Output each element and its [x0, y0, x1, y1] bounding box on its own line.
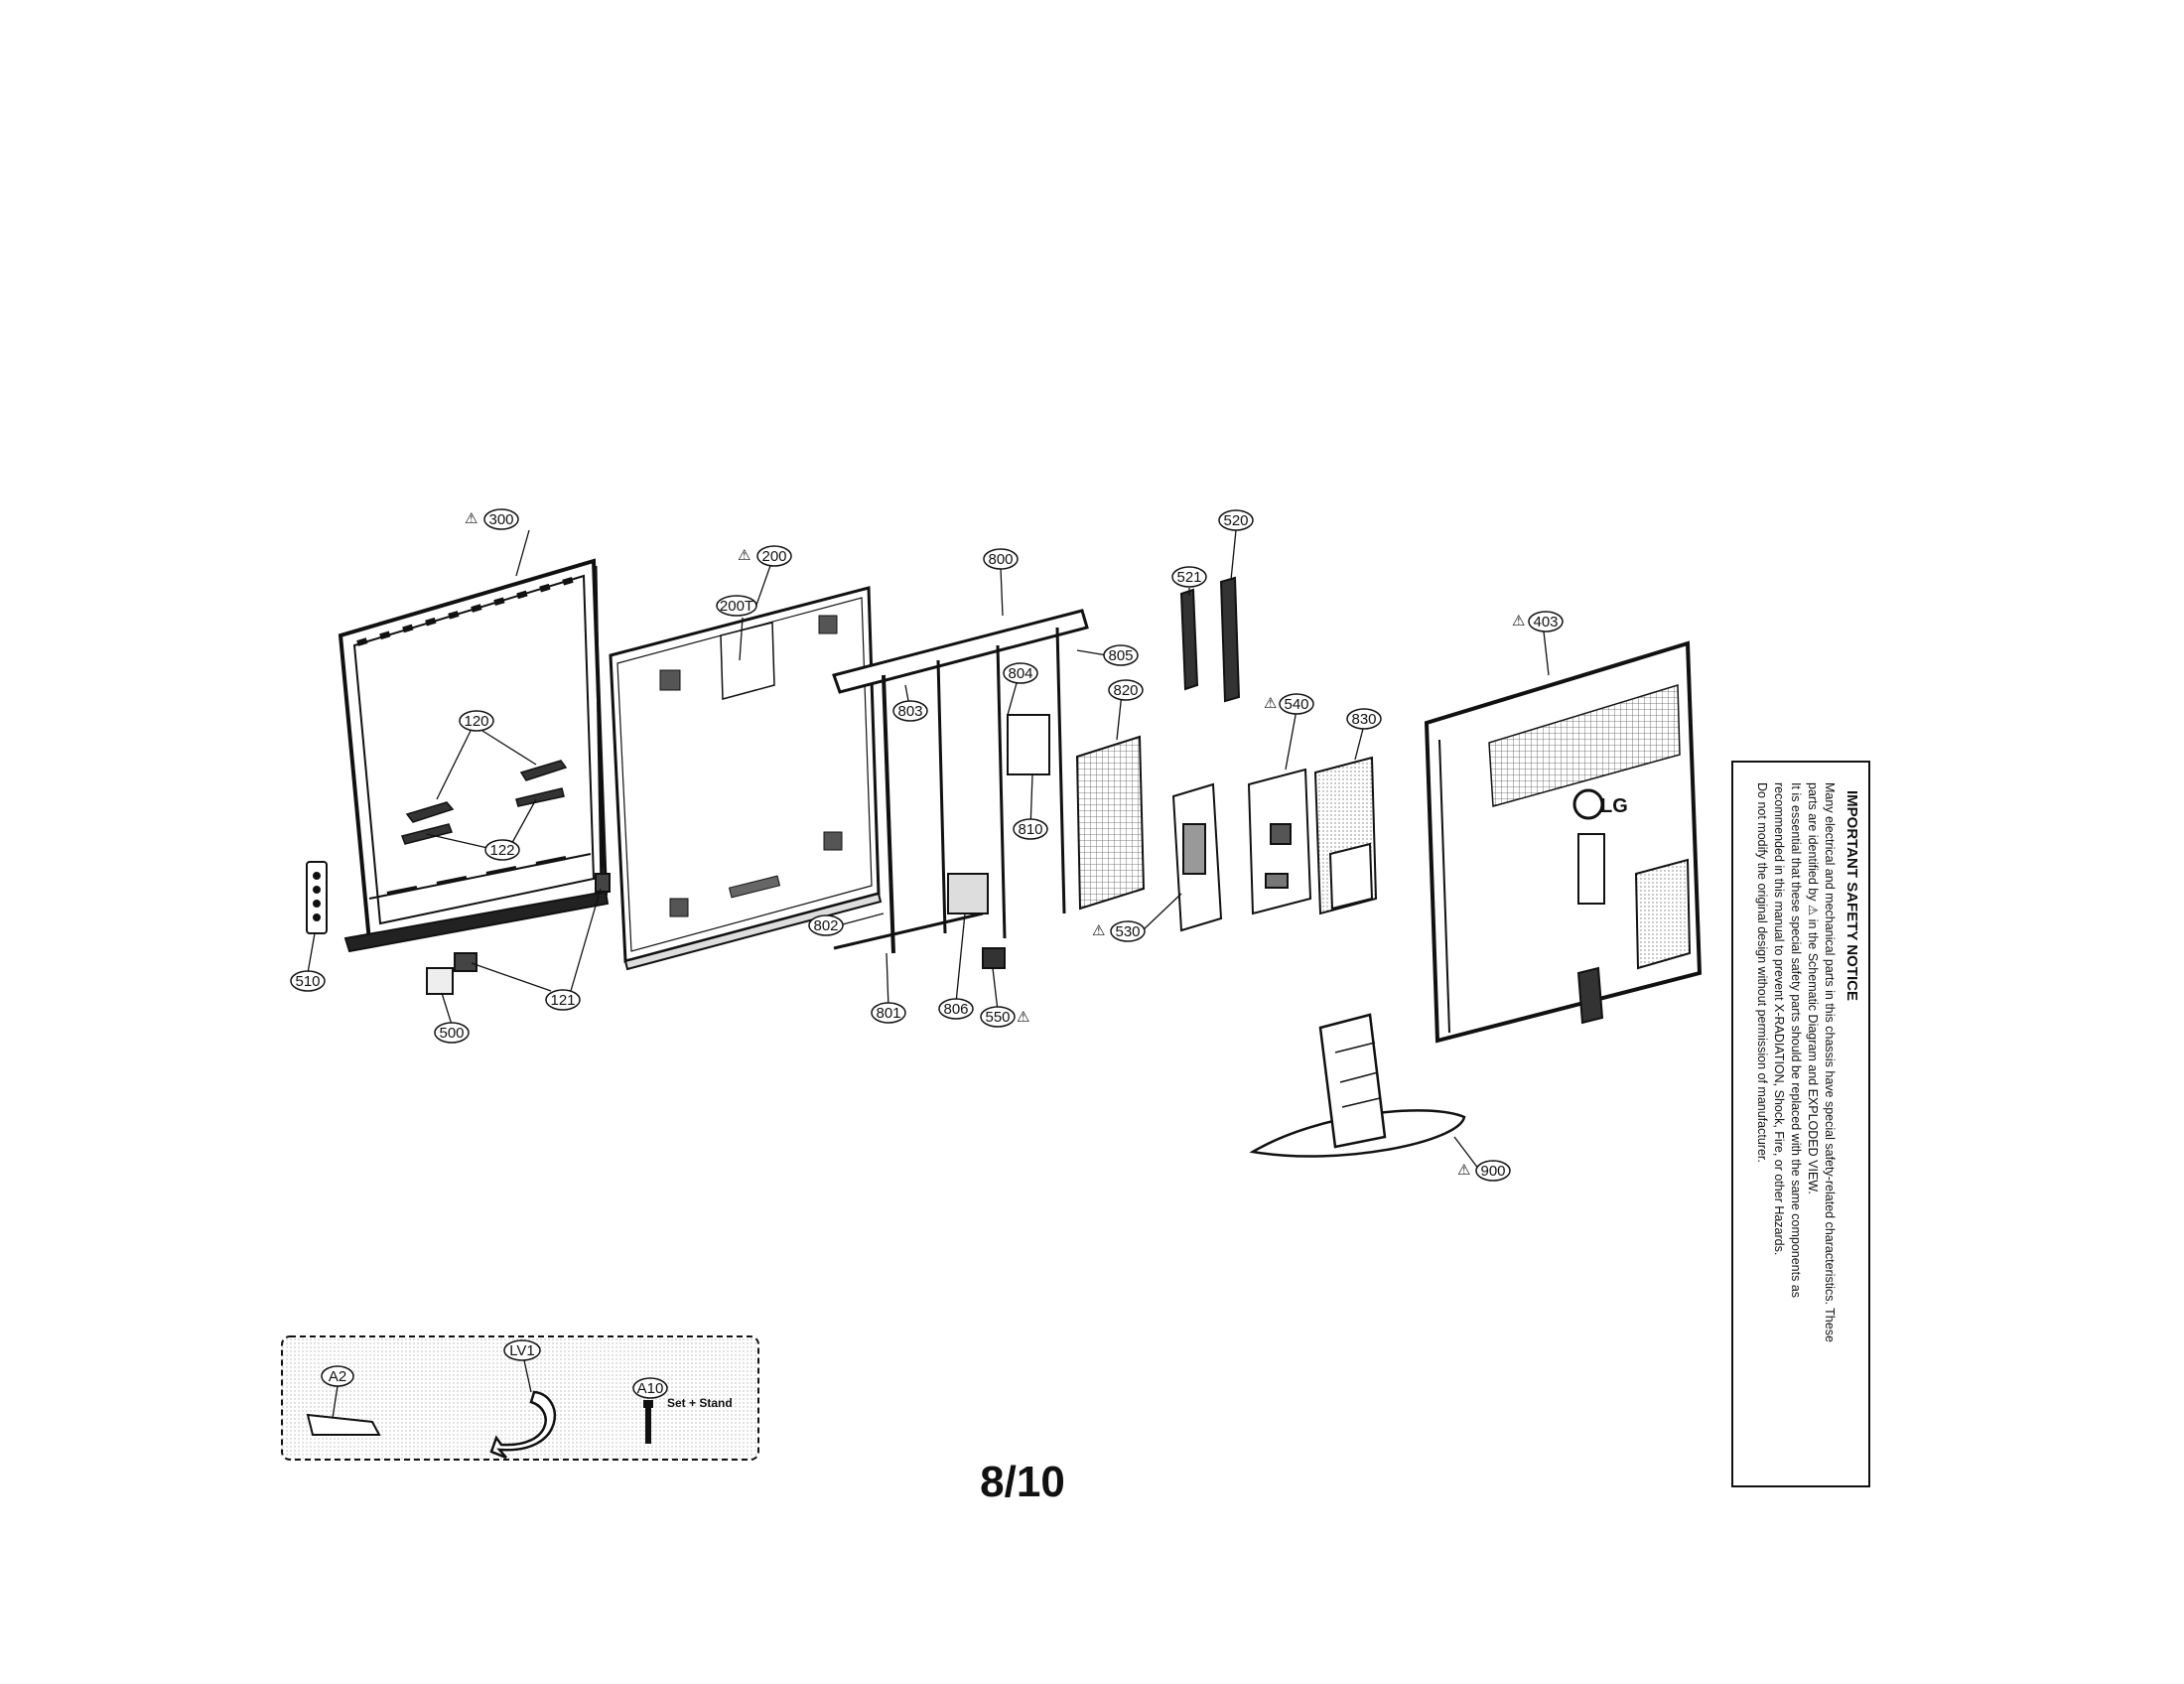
svg-text:⚠: ⚠ [465, 510, 478, 527]
part-label-805: 805 [1103, 644, 1139, 666]
svg-text:801: 801 [876, 1005, 900, 1022]
part-label-550: 550 ⚠ [980, 1006, 1029, 1028]
ir-board [426, 967, 454, 995]
svg-text:510: 510 [295, 973, 320, 990]
svg-text:500: 500 [439, 1025, 464, 1042]
svg-text:540: 540 [1284, 696, 1308, 713]
safety-notice-line: Do not modify the original design withou… [1755, 782, 1769, 1163]
page-number: 8/10 [980, 1458, 1065, 1506]
svg-text:200: 200 [761, 548, 786, 565]
svg-text:521: 521 [1176, 569, 1201, 586]
part-label-804: 804 [1003, 662, 1038, 684]
svg-text:121: 121 [550, 992, 575, 1009]
svg-text:120: 120 [464, 713, 488, 730]
svg-text:LV1: LV1 [509, 1342, 535, 1359]
side-boards [1179, 576, 1241, 703]
part-label-120: 120 [459, 710, 494, 732]
part-label-801: 801 [871, 1002, 906, 1024]
safety-notice-line: recommended in this manual to prevent X-… [1772, 782, 1786, 1256]
svg-text:900: 900 [1480, 1163, 1505, 1180]
svg-text:806: 806 [943, 1001, 968, 1018]
main-frame [832, 609, 1089, 969]
part-label-803: 803 [892, 700, 928, 722]
part-label-806: 806 [938, 998, 974, 1020]
safety-notice-content: IMPORTANT SAFETY NOTICE Many electrical … [1741, 776, 1860, 1472]
part-label-520: 520 [1218, 509, 1254, 531]
leader-lines [307, 529, 1550, 1171]
svg-text:300: 300 [488, 511, 513, 528]
side-keypad [306, 861, 328, 934]
part-label-820: 820 [1108, 679, 1144, 701]
safety-notice-line: It is essential that these special safet… [1789, 782, 1803, 1299]
bezel-brackets [454, 873, 611, 972]
part-label-121: 121 [545, 989, 581, 1011]
accessory-lv1: LV1 [489, 1339, 556, 1460]
svg-text:830: 830 [1351, 711, 1376, 728]
part-label-300: ⚠ 300 [465, 508, 519, 530]
part-label-510: 510 [290, 970, 326, 992]
svg-text:800: 800 [988, 551, 1013, 568]
part-label-122: 122 [484, 839, 520, 861]
accessories-box: A2 LV1 A10 Set + Stand [281, 1335, 759, 1461]
part-label-800: 800 [983, 548, 1019, 570]
part-label-540: ⚠ 540 [1264, 693, 1314, 715]
svg-text:⚠: ⚠ [1457, 1162, 1470, 1179]
accessory-a2: A2 [306, 1365, 381, 1436]
speaker-parts [401, 760, 568, 845]
power-board [1171, 782, 1223, 932]
svg-text:200T: 200T [720, 598, 753, 615]
main-board [1247, 768, 1312, 915]
accessory-a10: A10 Set + Stand [632, 1377, 733, 1444]
logo-text: LG [1600, 795, 1628, 817]
part-label-830: 830 [1346, 708, 1382, 730]
svg-text:⚠: ⚠ [1512, 613, 1525, 630]
svg-text:A10: A10 [637, 1380, 664, 1397]
part-label-500: 500 [434, 1022, 470, 1044]
svg-text:⚠: ⚠ [1017, 1009, 1029, 1026]
part-label-810: 810 [1013, 818, 1048, 840]
safety-notice-title: IMPORTANT SAFETY NOTICE [1843, 790, 1860, 1001]
front-bezel [338, 558, 610, 953]
lcd-module [609, 586, 883, 971]
part-label-802: 802 [808, 914, 844, 936]
svg-text:802: 802 [813, 917, 838, 934]
accessory-a10-note: Set + Stand [667, 1396, 733, 1410]
svg-text:803: 803 [897, 703, 922, 720]
part-label-900: ⚠ 900 [1457, 1160, 1511, 1182]
part-label-521: 521 [1171, 566, 1207, 588]
svg-text:⚠: ⚠ [1092, 922, 1105, 939]
part-label-200: ⚠ 200 [738, 545, 792, 567]
svg-text:820: 820 [1113, 682, 1138, 699]
svg-text:122: 122 [489, 842, 514, 859]
safety-notice-line: Many electrical and mechanical parts in … [1823, 782, 1837, 1342]
safety-notice-box: IMPORTANT SAFETY NOTICE Many electrical … [1731, 761, 1870, 1487]
svg-text:550: 550 [985, 1009, 1010, 1026]
svg-text:A2: A2 [329, 1368, 346, 1385]
svg-text:810: 810 [1018, 821, 1042, 838]
part-label-list: ⚠ 300 ⚠ 200 200T 800 521 520 ⚠ 403 [290, 508, 1564, 1182]
shield-plate [1075, 735, 1146, 911]
svg-text:520: 520 [1223, 512, 1248, 529]
part-label-530: ⚠ 530 [1092, 920, 1146, 942]
part-label-403: ⚠ 403 [1512, 611, 1564, 632]
svg-text:⚠: ⚠ [738, 547, 751, 564]
part-label-200T: 200T [716, 595, 757, 617]
stand [1249, 1013, 1466, 1158]
svg-text:403: 403 [1533, 614, 1558, 631]
svg-text:804: 804 [1008, 665, 1032, 682]
svg-text:⚠: ⚠ [1264, 695, 1277, 712]
back-cover [1424, 640, 1703, 1044]
main-shield [1313, 756, 1378, 915]
svg-text:805: 805 [1108, 647, 1133, 664]
svg-text:530: 530 [1115, 923, 1140, 940]
safety-notice-line: parts are identified by ⚠ in the Schemat… [1806, 782, 1820, 1194]
